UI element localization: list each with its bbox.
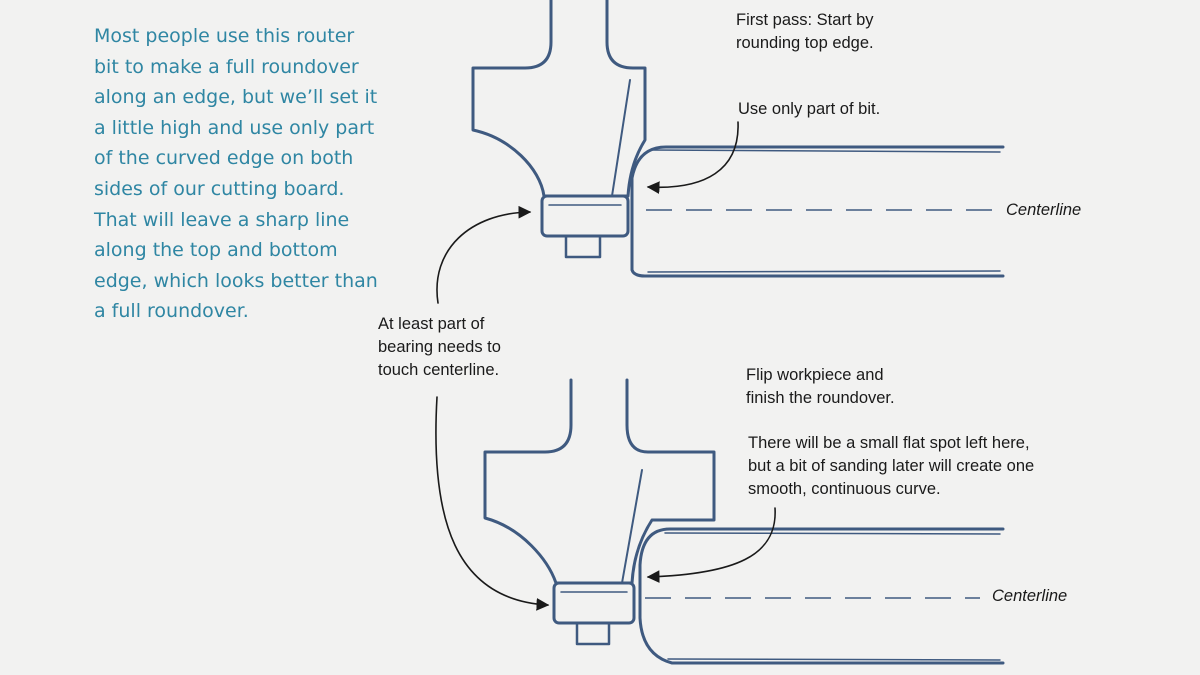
workpiece-bottom bbox=[638, 527, 1005, 665]
arrow-bearing-top bbox=[436, 205, 532, 304]
callout-flip: Flip workpiece and finish the roundover. bbox=[746, 366, 895, 407]
arrow-flat-spot bbox=[646, 507, 776, 583]
callout-use-part: Use only part of bit. bbox=[738, 100, 881, 118]
arrow-bearing-bottom bbox=[435, 396, 550, 611]
workpiece-bottom-edge bbox=[638, 527, 1005, 665]
router-bit-top bbox=[471, 0, 647, 259]
workpiece-bottom-inner-line bbox=[664, 532, 1001, 535]
workpiece-top-inner-line bbox=[649, 149, 1001, 153]
workpiece-bottom-inner-line-2 bbox=[667, 658, 1001, 661]
bit-shaft-line-top bbox=[611, 79, 631, 197]
bearing-nut-bottom bbox=[575, 621, 611, 646]
bearing-top bbox=[540, 194, 630, 238]
intro-paragraph: Most people use this router bit to make … bbox=[94, 25, 378, 323]
centerline-label-bottom: Centerline bbox=[992, 587, 1068, 605]
bit-profile-top bbox=[471, 0, 647, 198]
router-bit-bottom bbox=[483, 378, 716, 646]
annotation-arrows bbox=[435, 121, 776, 611]
callout-bearing: At least part of bearing needs to touch … bbox=[378, 315, 501, 379]
bearing-nut-top bbox=[564, 234, 602, 259]
workpiece-top-inner-line-2 bbox=[647, 270, 1001, 273]
arrow-use-part bbox=[646, 121, 739, 194]
centerline-label-top: Centerline bbox=[1006, 201, 1082, 219]
bit-shaft-line-bottom bbox=[621, 469, 643, 584]
bearing-bottom bbox=[552, 581, 636, 625]
bit-profile-bottom bbox=[483, 378, 716, 585]
workpiece-top bbox=[630, 145, 1005, 278]
workpiece-top-edge bbox=[630, 145, 1005, 278]
callout-first-pass: First pass: Start by rounding top edge. bbox=[736, 11, 874, 52]
callout-flat-spot: There will be a small flat spot left her… bbox=[748, 434, 1035, 498]
